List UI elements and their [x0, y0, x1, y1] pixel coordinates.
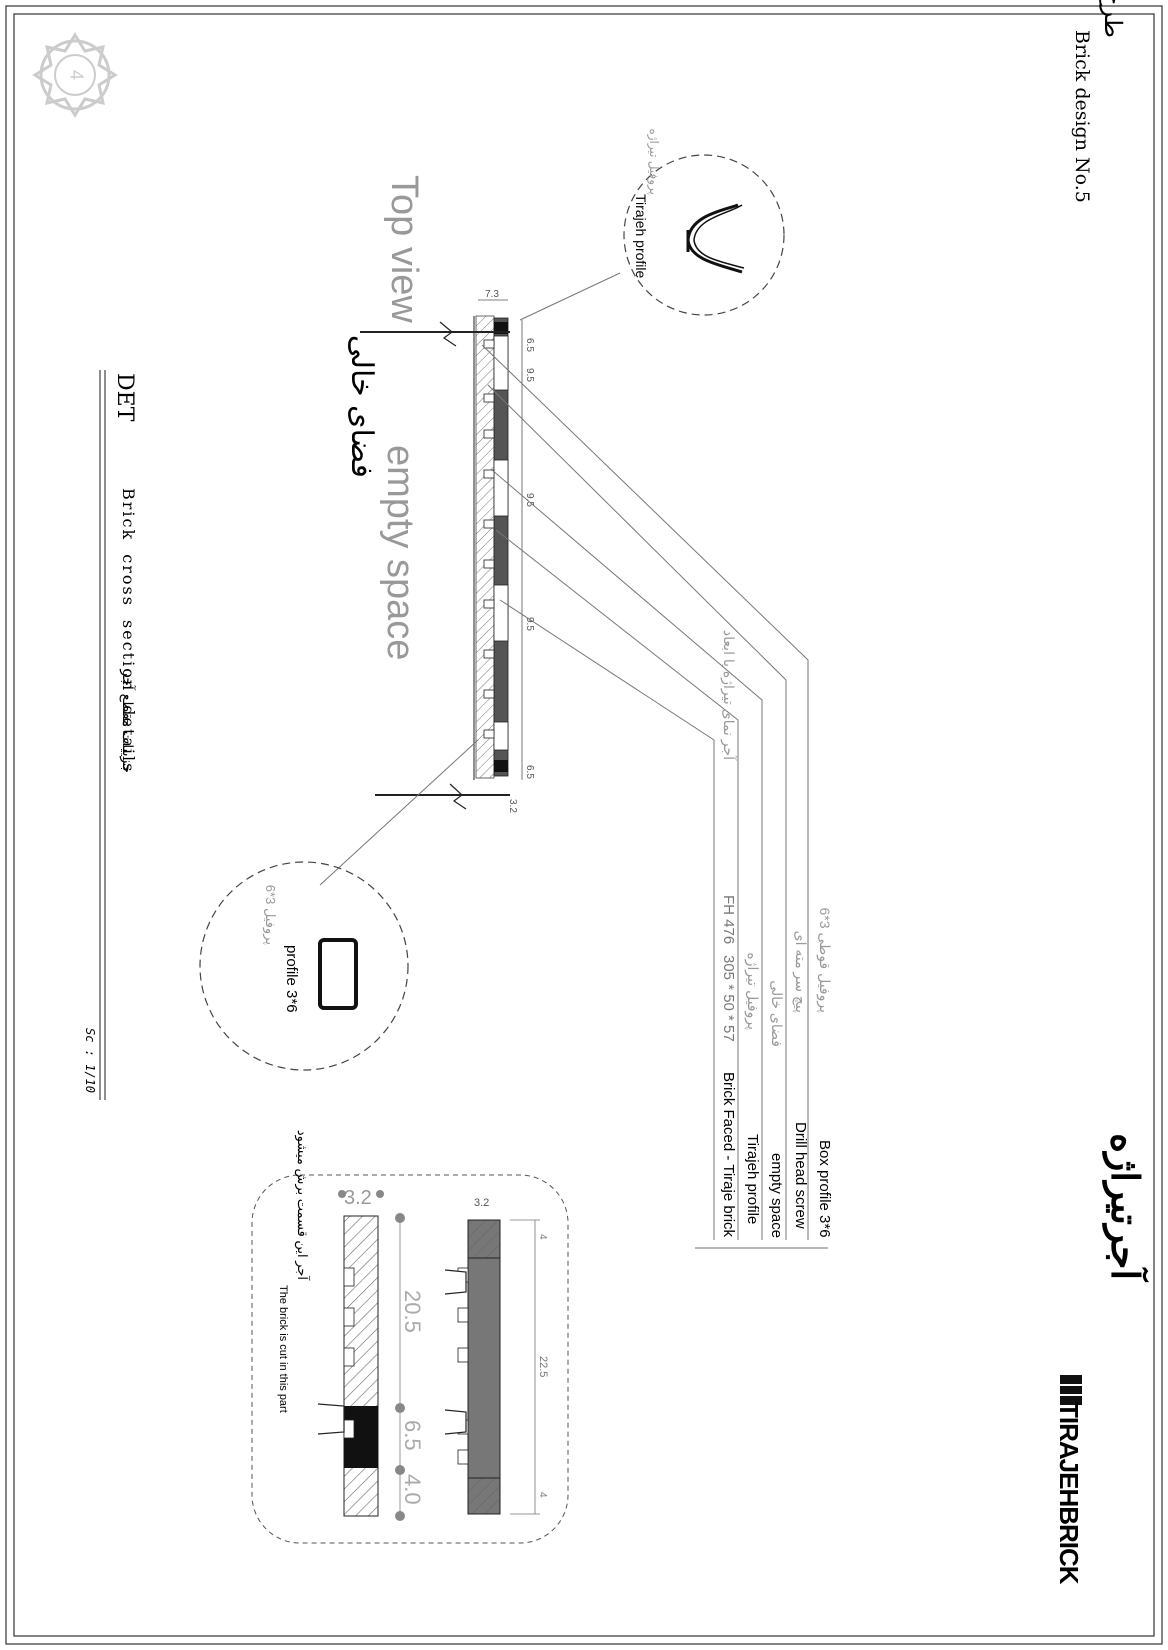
- box-profile-callout: profile 3*6 پروفیل 3*6: [199, 861, 409, 1071]
- det-title-en: Brick cross section details: [119, 488, 138, 773]
- legend-drill-screw-fa: پیچ سر مته ای: [792, 931, 809, 1013]
- logo-icon: [1060, 1375, 1082, 1405]
- legend: پروفیل قوطی 3*6 Box profile 3*6 پیچ سر م…: [695, 630, 833, 1249]
- title-block: طرح شماره 5 Brick design No.5: [1071, 0, 1126, 203]
- dim-6-5-bottom: 6.5: [524, 765, 535, 779]
- scale-label: Sc : 1/10: [83, 1028, 97, 1093]
- cut-note-en: The brick is cut in this part: [277, 1285, 289, 1413]
- dim-9-5-c: 9.5: [524, 617, 535, 631]
- outer-border: [5, 5, 1163, 1645]
- dim-6-5-top: 6.5: [524, 338, 535, 352]
- logo-text-en: TIRAJEHBRICK: [1054, 1402, 1084, 1585]
- brick-detail-panel: 3.2 4 22.5 4 3.2: [251, 1130, 569, 1544]
- legend-brick-size: 305 * 50 * 57: [720, 955, 737, 1042]
- legend-brick-code: FH 476: [720, 895, 737, 944]
- detail-total-length: 22.5: [537, 1356, 549, 1377]
- detail-dim-4-0: 4.0: [400, 1474, 425, 1505]
- design-number-fa: طرح شماره 5: [1099, 0, 1126, 38]
- logo-text-fa: آجرتیراژه: [1102, 1133, 1149, 1282]
- wall-section: [360, 315, 510, 810]
- legend-tirajeh-profile-en: Tirajeh profile: [744, 1134, 761, 1224]
- box-profile-fa: پروفیل 3*6: [262, 885, 278, 946]
- seal-icon: 4: [32, 32, 118, 118]
- legend-box-profile-en: Box profile 3*6: [816, 1140, 833, 1238]
- det-block: DET Brick cross section details جزییات م…: [83, 370, 138, 1100]
- brick-profile-cut: 3.2 20.5 6.5 4.0: [317, 1187, 425, 1521]
- tirajeh-profile-en: Tirajeh profile: [633, 194, 649, 279]
- detail-top-width: 3.2: [474, 1197, 489, 1209]
- legend-tirajeh-profile-fa: پروفیل تیراژه: [744, 952, 761, 1030]
- empty-space-en: empty space: [379, 445, 421, 660]
- hatched-backing: [475, 315, 495, 779]
- leader-lines: [319, 272, 809, 1240]
- brick-profile-full: 3.2 4 22.5 4: [444, 1197, 549, 1515]
- legend-drill-screw-en: Drill head screw: [792, 1122, 809, 1229]
- box-profile-icon: [318, 938, 358, 1010]
- dim-9-5-a: 9.5: [524, 368, 535, 382]
- det-tag: DET: [112, 373, 137, 422]
- legend-box-profile-fa: پروفیل قوطی 3*6: [816, 908, 833, 1014]
- company-logo: آجرتیراژه TIRAJEHBRICK: [1054, 1133, 1149, 1585]
- detail-bottom-width: 3.2: [344, 1187, 372, 1209]
- legend-brick-fa: آجر نمای تیراژه با ابعاد: [720, 630, 738, 761]
- legend-empty-space-fa: فضای خالی: [769, 980, 785, 1047]
- tirajeh-profile-icon: [686, 203, 743, 274]
- detail-seg-4-bottom: 4: [537, 1492, 548, 1498]
- tirajeh-profile-fa: پروفیل تیراژه: [647, 128, 661, 195]
- dim-3-2: 3.2: [507, 799, 518, 813]
- detail-seg-4-top: 4: [537, 1234, 548, 1240]
- top-view-label: Top view: [383, 175, 425, 323]
- det-title-fa: جزییات مقطع آجر: [119, 668, 137, 773]
- legend-brick-en: Brick Faced - Tiraje brick: [720, 1072, 737, 1238]
- tirajeh-profile-callout: پروفیل تیراژه Tirajeh profile: [623, 128, 785, 316]
- legend-empty-space-en: empty space: [768, 1153, 785, 1238]
- inner-border: [13, 13, 1155, 1637]
- detail-dim-6-5: 6.5: [400, 1420, 425, 1451]
- dim-7-3: 7.3: [485, 289, 499, 300]
- box-profile-en: profile 3*6: [283, 945, 300, 1013]
- detail-dim-20-5: 20.5: [400, 1290, 425, 1333]
- cut-note-fa: آجر این قسمت برش میشود: [294, 1130, 311, 1282]
- seal-number: 4: [66, 70, 86, 80]
- empty-space-fa: فضای خالی: [345, 335, 378, 478]
- dim-9-5-b: 9.5: [524, 493, 535, 507]
- design-number-en: Brick design No.5: [1071, 30, 1093, 203]
